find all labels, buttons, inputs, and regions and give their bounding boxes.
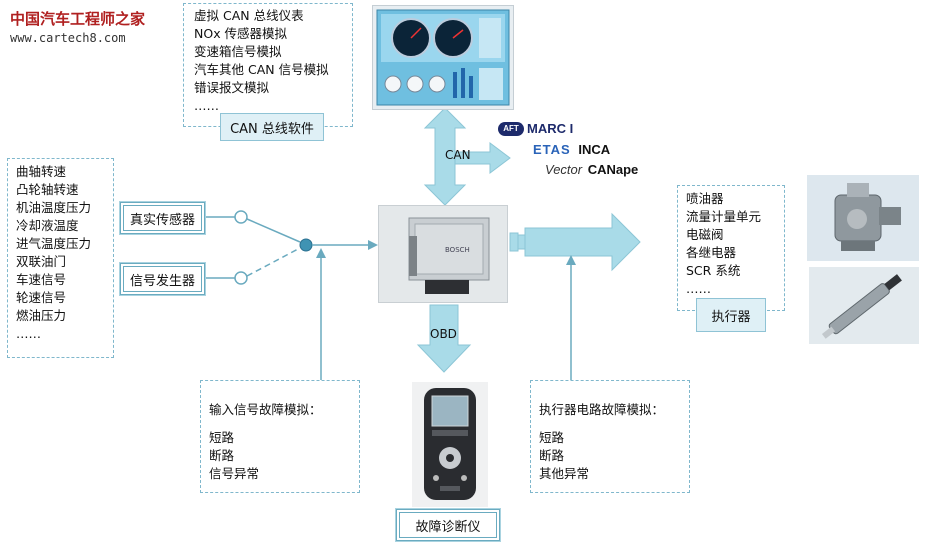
list-item: 车速信号 <box>16 272 67 287</box>
fuel-pump-graphic <box>834 183 901 251</box>
list-item: 轮速信号 <box>16 290 67 305</box>
dashboard-graphic <box>376 9 510 106</box>
list-item: 凸轮轴转速 <box>16 182 79 197</box>
list-item: 错误报文模拟 <box>194 80 270 95</box>
can-software-list: 虚拟 CAN 总线仪表 NOx 传感器模拟 变速箱信号模拟 汽车其他 CAN 信… <box>194 7 329 115</box>
input-fault-title: 输入信号故障模拟： <box>209 402 322 417</box>
input-fault-arrowhead <box>316 248 326 258</box>
actuator-list-box: 喷油器 流量计量单元 电磁阀 各继电器 SCR 系统 …… <box>677 185 785 311</box>
list-item: …… <box>16 326 41 341</box>
list-item: 短路 <box>209 430 235 445</box>
list-item: 信号异常 <box>209 466 260 481</box>
list-item: NOx 传感器模拟 <box>194 26 288 41</box>
list-item: 虚拟 CAN 总线仪表 <box>194 8 304 23</box>
can-link-label: CAN <box>445 148 471 162</box>
list-item: 其他异常 <box>539 466 590 481</box>
vector-brand: Vector CANape <box>545 162 638 177</box>
input-fault-box: 输入信号故障模拟： 短路 断路 信号异常 <box>200 380 360 493</box>
etas-product-text: INCA <box>578 142 611 157</box>
diagnostic-tool-graphic <box>424 388 476 500</box>
marc-brand: AFT MARC I <box>498 121 573 136</box>
actuator-fault-box: 执行器电路故障模拟： 短路 断路 其他异常 <box>530 380 690 493</box>
site-url: www.cartech8.com <box>10 31 126 45</box>
actuator-list: 喷油器 流量计量单元 电磁阀 各继电器 SCR 系统 …… <box>686 190 761 298</box>
list-item: SCR 系统 <box>686 263 741 278</box>
switch-contact-bottom <box>234 271 248 285</box>
list-item: 喷油器 <box>686 191 724 206</box>
fuel-pump-image <box>807 175 919 261</box>
ecu-connector-block <box>517 234 526 250</box>
list-item: 各继电器 <box>686 245 737 260</box>
switch-pivot <box>299 238 313 252</box>
injector-graphic <box>821 274 902 339</box>
list-item: 汽车其他 CAN 信号模拟 <box>194 62 329 77</box>
actuator-right-arrow <box>524 212 641 272</box>
marc-brand-text: MARC I <box>527 121 574 136</box>
can-software-label: CAN 总线软件 <box>220 113 324 141</box>
diagnostic-tool-label: 故障诊断仪 <box>395 508 501 542</box>
ecu-connector-block <box>509 232 519 252</box>
list-item: 短路 <box>539 430 565 445</box>
sensor-list-box: 曲轴转速 凸轮轴转速 机油温度压力 冷却液温度 进气温度压力 双联油门 车速信号… <box>7 158 114 358</box>
vector-logo-text: Vector <box>545 162 583 177</box>
list-item: 燃油压力 <box>16 308 67 323</box>
list-item: …… <box>686 281 711 296</box>
switch-to-ecu-arrowhead <box>368 240 378 250</box>
svg-text:BOSCH: BOSCH <box>445 246 470 254</box>
diagnostic-tool-image <box>412 382 488 507</box>
list-item: …… <box>194 98 219 113</box>
list-item: 冷却液温度 <box>16 218 79 233</box>
etas-logo-text: ETAS <box>533 142 571 157</box>
vector-product-text: CANape <box>587 162 639 177</box>
list-item: 电磁阀 <box>686 227 724 242</box>
switch-dashed-lever <box>246 247 301 277</box>
list-item: 曲轴转速 <box>16 164 67 179</box>
dashboard-image <box>372 5 514 110</box>
list-item: 进气温度压力 <box>16 236 92 251</box>
sensor-list: 曲轴转速 凸轮轴转速 机油温度压力 冷却液温度 进气温度压力 双联油门 车速信号… <box>16 163 91 343</box>
actuator-label: 执行器 <box>696 298 766 332</box>
switch-contact-top <box>234 210 248 224</box>
obd-down-arrow <box>416 304 472 373</box>
actuator-fault-list: 短路 断路 其他异常 <box>539 429 589 483</box>
list-item: 双联油门 <box>16 254 67 269</box>
real-sensor-box: 真实传感器 <box>119 201 206 235</box>
actuator-fault-title: 执行器电路故障模拟： <box>539 402 665 417</box>
ecu-graphic: BOSCH <box>408 217 490 294</box>
list-item: 断路 <box>539 448 565 463</box>
actuator-fault-arrowhead <box>566 255 576 265</box>
signal-generator-box: 信号发生器 <box>119 262 206 296</box>
etas-brand: ETAS INCA <box>533 142 610 157</box>
marc-logo-icon: AFT <box>498 121 524 136</box>
injector-image <box>809 267 919 344</box>
input-fault-list: 短路 断路 信号异常 <box>209 429 259 483</box>
ecu-image: BOSCH <box>378 205 508 303</box>
can-right-arrow <box>454 142 511 174</box>
obd-link-label: OBD <box>430 327 457 341</box>
list-item: 变速箱信号模拟 <box>194 44 282 59</box>
switch-lever <box>246 218 301 243</box>
can-software-box: 虚拟 CAN 总线仪表 NOx 传感器模拟 变速箱信号模拟 汽车其他 CAN 信… <box>183 3 353 127</box>
list-item: 流量计量单元 <box>686 209 762 224</box>
list-item: 断路 <box>209 448 235 463</box>
site-logo-title: 中国汽车工程师之家 <box>10 10 146 28</box>
list-item: 机油温度压力 <box>16 200 92 215</box>
